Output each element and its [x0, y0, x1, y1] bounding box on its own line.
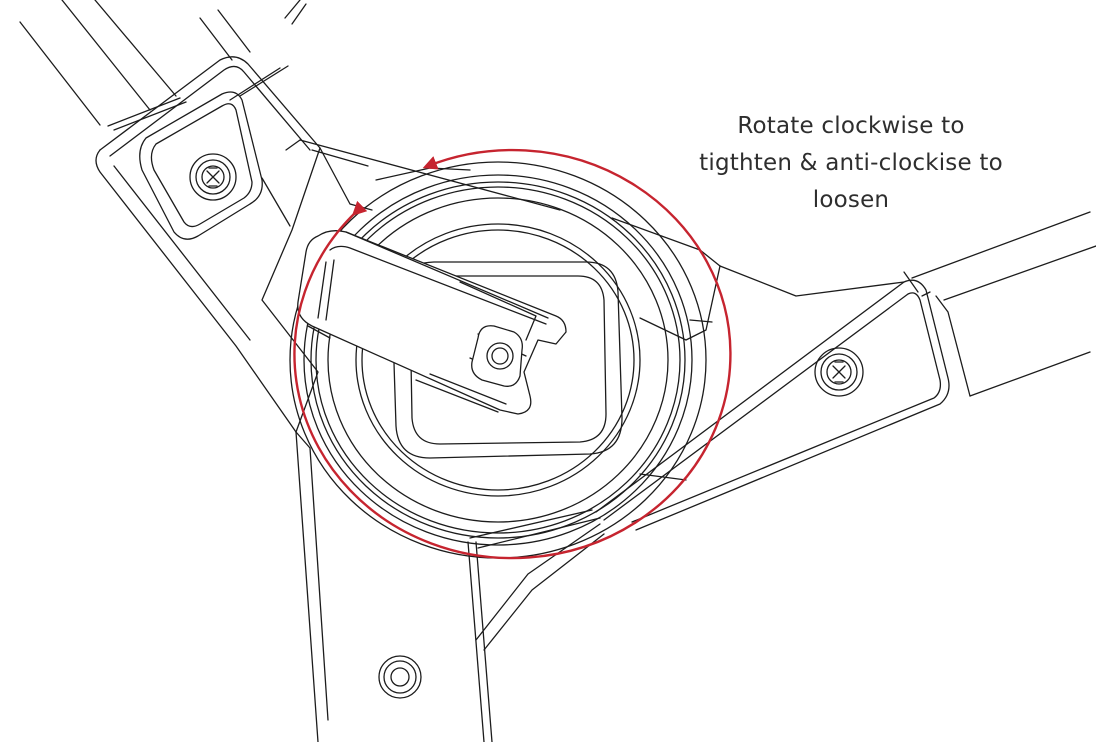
- phillips-screw-icon: [189, 153, 237, 201]
- bottom-leg: [295, 431, 605, 743]
- circular-arrow-icon: [293, 148, 732, 560]
- phillips-screw-icon: [814, 347, 864, 397]
- rotation-instruction-text: Rotate clockwise to tigthten & anti-cloc…: [646, 108, 1056, 219]
- instruction-line-2: tigthten & anti-clockise to: [699, 150, 1003, 176]
- right-leg: [595, 211, 1096, 531]
- locking-lever: [297, 230, 567, 415]
- upper-left-leg: [19, 0, 321, 433]
- instruction-line-3: loosen: [812, 187, 890, 213]
- round-bolt-icon: [378, 655, 422, 699]
- instruction-line-1: Rotate clockwise to: [737, 113, 965, 139]
